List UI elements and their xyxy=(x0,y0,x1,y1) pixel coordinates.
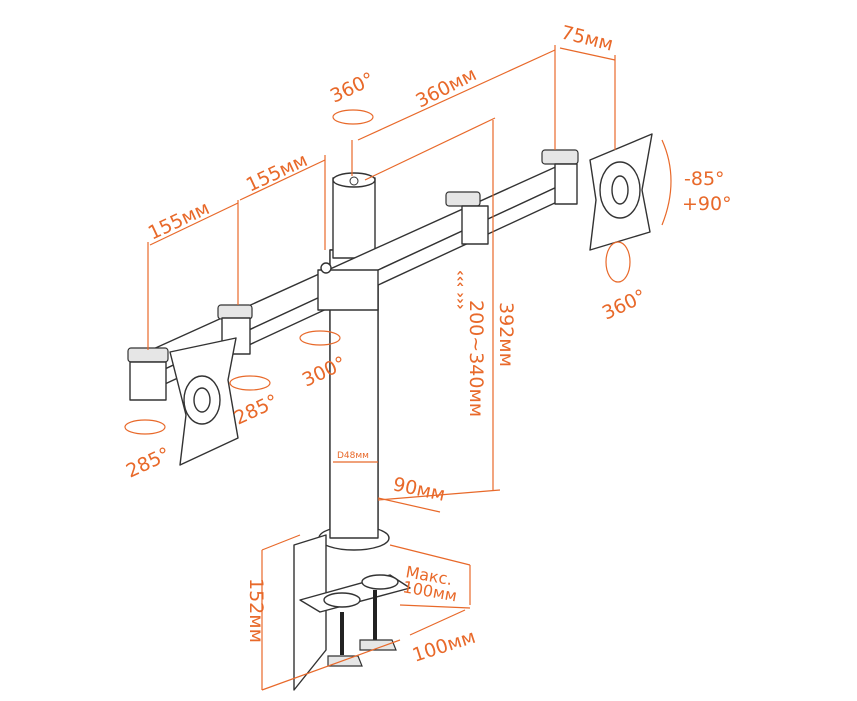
label-tilt-down: -85° xyxy=(684,168,725,190)
desk-clamp xyxy=(293,534,411,691)
label-height-range: 200~340мм xyxy=(465,300,487,417)
label-segment-upper: 155мм xyxy=(243,149,311,196)
label-joint-rotation: 285° xyxy=(231,390,282,429)
label-segment-lower: 155мм xyxy=(145,197,213,244)
label-arm-length: 360мм xyxy=(412,63,480,112)
label-clamp-depth: 100мм xyxy=(410,626,479,667)
label-bracket-offset: 75мм xyxy=(559,22,616,56)
dimension-lines xyxy=(124,45,672,691)
label-tilt-up: +90° xyxy=(682,193,732,215)
label-base-offset: 90мм xyxy=(391,473,447,506)
arm-assembly xyxy=(127,149,579,401)
label-pole-height: 392мм xyxy=(495,302,517,367)
label-clamp-height: 152мм xyxy=(245,578,267,643)
label-plate-rotation: 360° xyxy=(599,285,650,324)
label-head-rotation: 285° xyxy=(123,443,174,482)
label-pole-diameter: D48мм xyxy=(337,451,369,461)
label-pole-rotation: 360° xyxy=(327,68,378,107)
height-adjust-arrows: ‹‹‹ ››› xyxy=(452,270,468,310)
